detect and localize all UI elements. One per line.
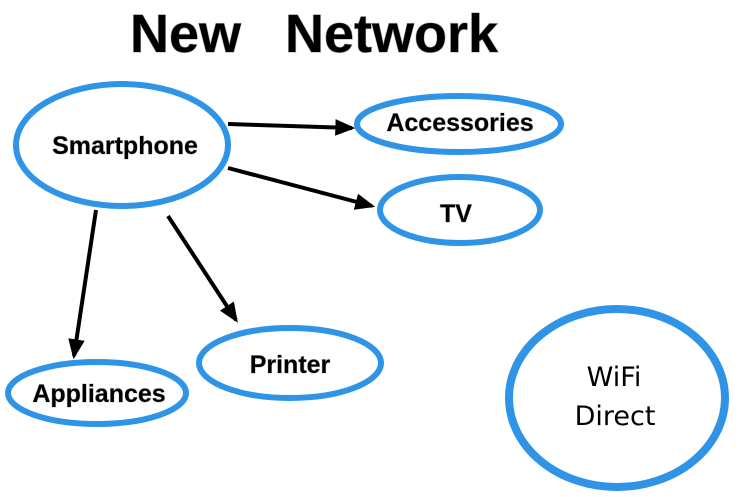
node-smartphone-label: Smartphone [52,132,198,160]
node-printer-label: Printer [250,351,331,379]
node-appliances-label: Appliances [32,380,165,408]
node-wifi-direct-line2: Direct [575,401,656,432]
title-word-new: New [130,4,242,64]
node-appliances: Appliances [5,359,189,427]
node-wifi-direct: WiFi Direct [505,305,729,491]
node-accessories-label: Accessories [386,109,533,137]
node-tv: TV [377,174,543,246]
arrow-smartphone-to-accessories [227,119,356,136]
arrow-smartphone-to-printer [166,214,238,323]
title-word-network: Network [285,4,499,64]
arrow-smartphone-to-appliances [68,209,98,360]
node-tv-label: TV [440,200,472,228]
node-accessories: Accessories [354,93,564,155]
arrow-smartphone-to-tv [227,166,376,210]
node-printer: Printer [196,325,384,401]
node-smartphone: Smartphone [13,81,231,209]
node-wifi-direct-line1: WiFi [587,362,642,393]
